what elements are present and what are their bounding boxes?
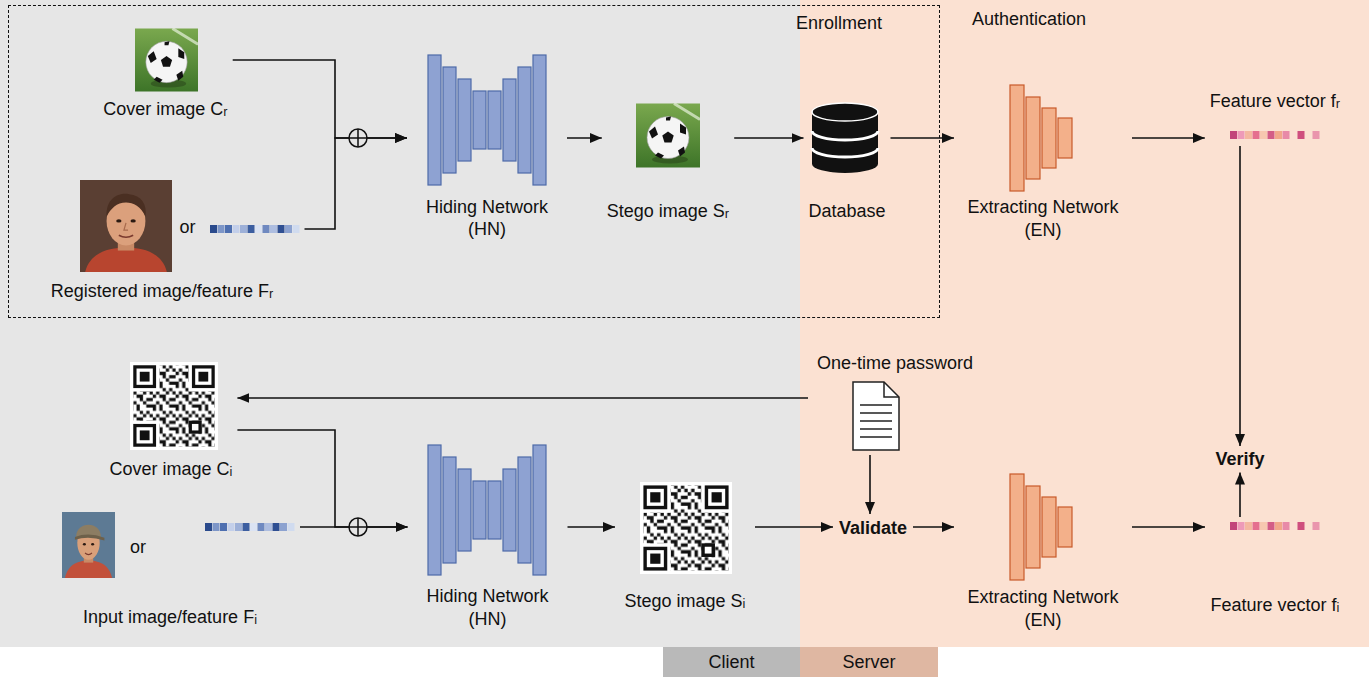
node-text: Cover image Cᵣ (103, 98, 227, 121)
node-text: Feature vector fᵢ (1211, 594, 1340, 617)
concat-symbol (349, 518, 367, 536)
node-text: Extracting Network (EN) (959, 586, 1127, 631)
hiding-network-icon (428, 55, 546, 185)
node-text: Extracting Network (EN) (959, 196, 1127, 241)
feature-bar (205, 523, 295, 531)
cover-image-ball (135, 29, 198, 92)
image-node: Stego image Sᵣ (602, 100, 734, 225)
input-node: orRegistered image/feature Fᵣ (20, 176, 305, 306)
node-text: Stego image Sᵢ (625, 590, 746, 613)
node-text: Client (708, 651, 754, 674)
node-text: Enrollment (796, 12, 882, 35)
node-text: Hiding Network (HN) (413, 585, 563, 630)
node-text: Feature vector fᵣ (1210, 90, 1340, 113)
side-tab: Server (800, 647, 938, 677)
flow-arrow (869, 455, 871, 514)
registered-face (80, 180, 172, 272)
node-text: Input image/feature Fᵢ (83, 606, 257, 629)
document-icon (853, 382, 899, 450)
input-face (62, 512, 115, 578)
flow-arrow (233, 60, 407, 138)
flow-arrow (913, 526, 954, 528)
flow-arrow (1239, 146, 1241, 446)
feature-vector-bar (1230, 522, 1320, 530)
flow-arrow (237, 397, 808, 399)
node-text: or (130, 536, 146, 559)
node-text: or (180, 216, 196, 239)
network-node: Hiding Network (HN) (407, 50, 567, 250)
node-text: Stego image Sᵣ (607, 200, 729, 223)
flow-arrow (734, 137, 803, 139)
feature-bar (210, 225, 300, 233)
node-text: Server (842, 651, 895, 674)
verify-step: Verify (1210, 446, 1269, 473)
image-node: Cover image Cᵣ (98, 25, 232, 123)
extracting-network-icon (1010, 85, 1072, 191)
node-text: Hiding Network (HN) (412, 196, 562, 241)
flow-arrow (568, 526, 616, 528)
flow-arrow (1132, 137, 1205, 139)
image-node: Stego image Sᵢ (615, 478, 755, 615)
network-node: Extracting Network (EN) (954, 80, 1132, 250)
flow-arrow (305, 138, 408, 229)
node-text: Verify (1215, 448, 1264, 471)
enrollment-group: EnrollmentCover image Cᵣ orRegistered ima… (8, 5, 940, 318)
node-text: Validate (839, 517, 907, 540)
section-label: Authentication (972, 8, 1086, 31)
flow-arrow (1239, 473, 1241, 518)
image-node: Cover image Cᵢ (105, 358, 238, 483)
qr-stego-image (640, 482, 732, 574)
feature-node: Feature vector fᵣ (1205, 86, 1345, 146)
flow-arrow (1132, 526, 1205, 528)
stego-image-ball (636, 104, 700, 168)
flow-arrow (755, 526, 833, 528)
side-tab: Client (663, 647, 800, 677)
database-icon (812, 103, 878, 173)
database-node: Database (803, 100, 890, 225)
node-text: Cover image Cᵢ (110, 458, 233, 481)
flow-arrow (237, 430, 407, 527)
concat-symbol (349, 129, 367, 147)
validate-step: Validate (833, 514, 913, 542)
extracting-network-icon (1010, 474, 1072, 580)
node-text: One-time password (817, 352, 973, 375)
network-node: Extracting Network (EN) (954, 470, 1132, 640)
flow-arrow (567, 137, 602, 139)
node-text: Registered image/feature Fᵣ (51, 280, 273, 303)
feature-node: Feature vector fᵢ (1205, 517, 1345, 620)
network-node: Hiding Network (HN) (408, 440, 568, 640)
feature-vector-bar (1230, 131, 1320, 139)
input-node: orInput image/feature Fᵢ (40, 508, 300, 632)
qr-cover-image (130, 362, 218, 450)
hiding-network-icon (428, 445, 546, 575)
flow-arrow (891, 137, 955, 139)
node-text: Database (808, 200, 885, 223)
password-node: One-time password (808, 348, 982, 455)
